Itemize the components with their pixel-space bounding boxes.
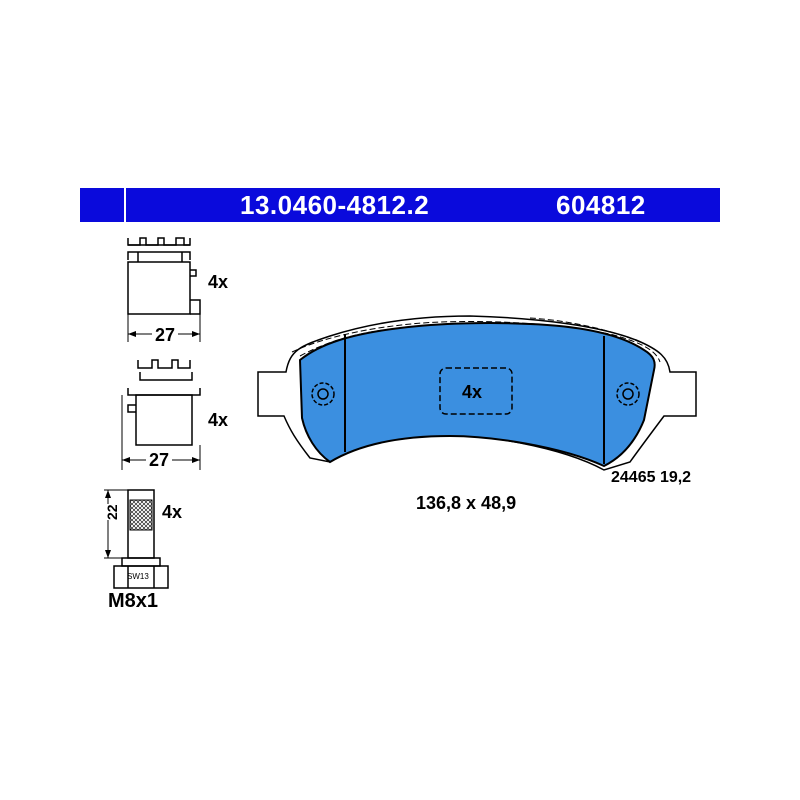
- bolt-qty: 4x: [162, 502, 183, 522]
- hole-right-icon: [616, 382, 640, 406]
- bolt-length: 22: [104, 504, 120, 520]
- clip-1-drawing: [127, 237, 201, 342]
- bolt-wrench-size: SW13: [127, 572, 149, 581]
- clip-2-qty: 4x: [208, 410, 229, 430]
- bolt-thread: M8x1: [108, 590, 159, 612]
- pad-lining: [298, 322, 656, 468]
- article-number: 604812: [556, 190, 646, 220]
- plate-dashed-outline: [291, 321, 661, 363]
- pad-qty: 4x: [462, 382, 483, 402]
- hole-left-icon: [311, 382, 335, 406]
- clip-2-drawing: [121, 359, 201, 470]
- clip-2-dimension: 27: [146, 450, 173, 471]
- clip-1-qty: 4x: [208, 272, 229, 292]
- pad-size: 136,8 x 48,9: [416, 493, 517, 513]
- header-divider: [124, 188, 126, 222]
- wva-number: 24465 19,2: [611, 469, 692, 486]
- part-number: 13.0460-4812.2: [240, 190, 430, 220]
- header-bar: 13.0460-4812.2 604812: [80, 188, 720, 222]
- pad-qty-box: [439, 367, 513, 415]
- bolt-drawing: [104, 489, 169, 589]
- clip-1-dimension: 27: [152, 325, 179, 346]
